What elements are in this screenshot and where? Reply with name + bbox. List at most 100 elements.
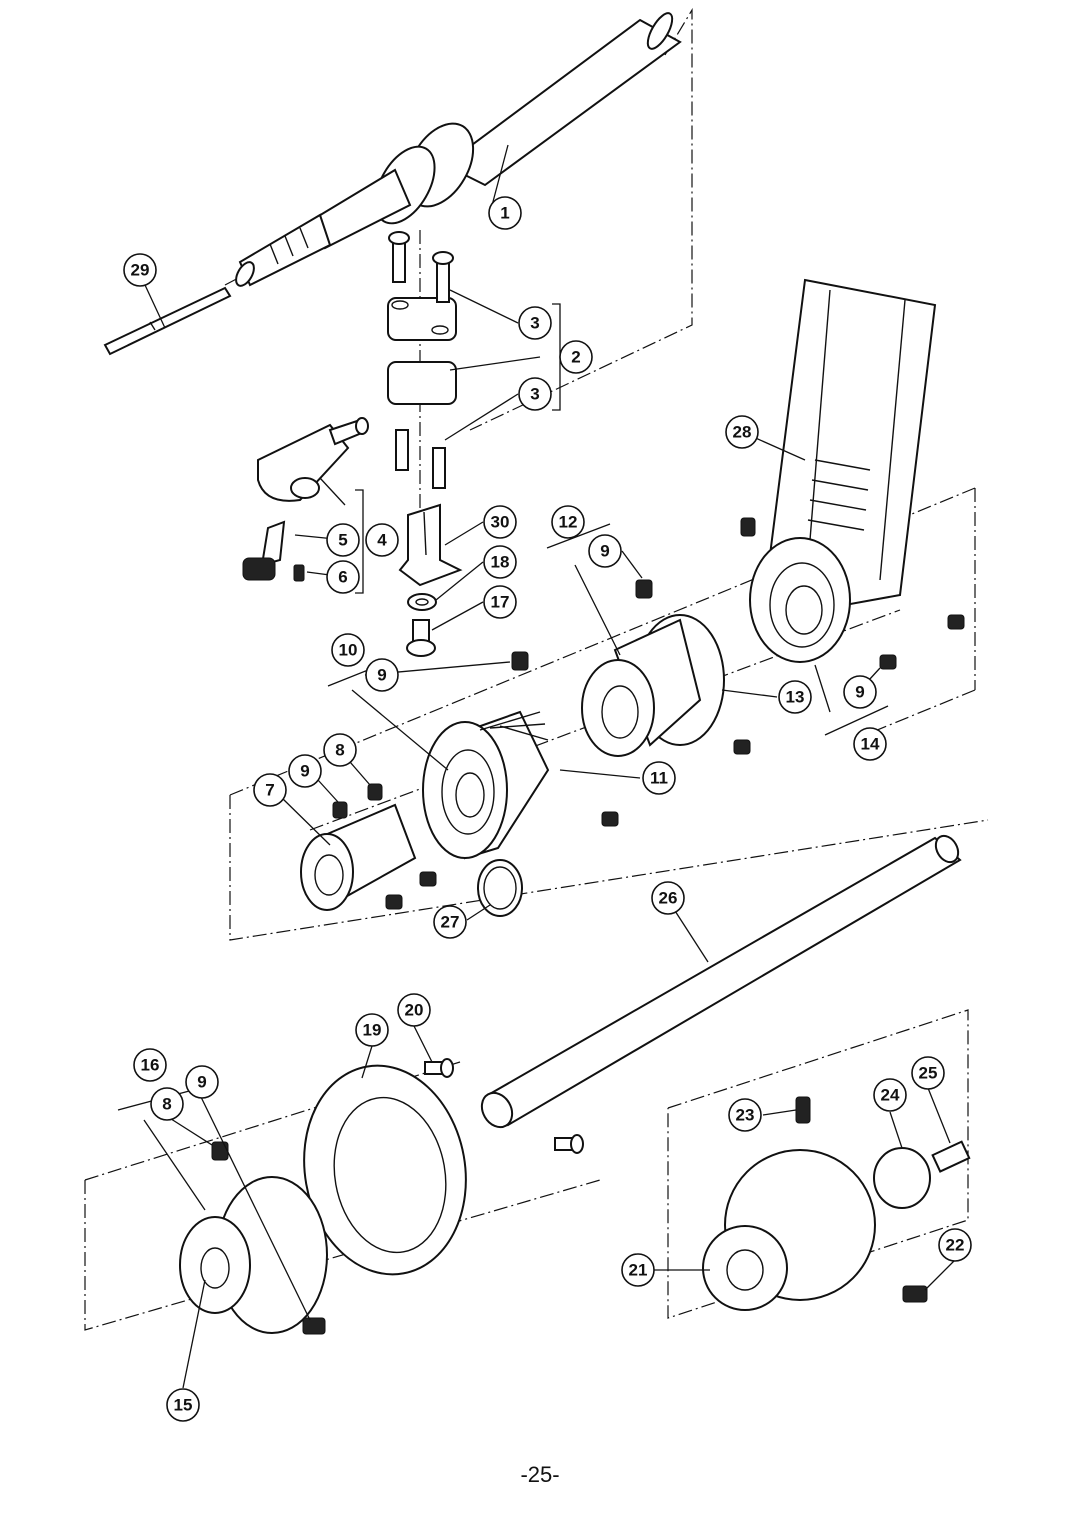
svg-text:8: 8 [162,1095,171,1114]
leader-lines [143,144,956,1389]
callout-19: 19 [355,1013,389,1047]
set-screw-part-6 [293,564,305,582]
callout-6: 6 [326,560,360,594]
callout-17: 17 [483,585,517,619]
washer-part-24 [873,1147,931,1209]
svg-text:16: 16 [141,1056,160,1075]
shaft-clamp-part-2 [387,297,457,405]
svg-text:15: 15 [174,1396,193,1415]
svg-text:26: 26 [659,889,678,908]
callout-13: 13 [778,680,812,714]
callout-2: 2 [559,340,593,374]
set-screw-part-23 [795,1096,811,1124]
callout-9-group-16: 9 [185,1065,219,1099]
callout-9-group-12: 9 [588,534,622,568]
svg-text:13: 13 [786,688,805,707]
svg-text:21: 21 [629,1261,648,1280]
svg-text:11: 11 [650,769,668,788]
pulley-part-21 [702,1149,876,1311]
pulley-part-11 [422,710,550,860]
group-brackets [117,303,889,1111]
main-shaft-part-1 [235,12,682,287]
bracket-part-30 [398,503,463,587]
callout-1: 1 [488,196,522,230]
callout-14: 14 [853,727,887,761]
svg-text:22: 22 [946,1236,965,1255]
clamp-screws-part-3 [388,231,454,489]
svg-text:2: 2 [571,348,580,367]
callout-26: 26 [651,881,685,915]
washer-part-18 [407,593,437,611]
belt-part-28 [768,278,937,607]
set-screws-part-8-9-lower [211,1141,326,1335]
callout-30: 30 [483,505,517,539]
rod-part-29 [103,286,232,356]
o-ring-part-27 [477,859,523,917]
grooved-hub-part-13 [581,614,725,757]
callout-5: 5 [326,523,360,557]
svg-text:19: 19 [363,1021,382,1040]
svg-text:3: 3 [530,385,539,404]
callout-9-collar: 9 [288,754,322,788]
callout-12: 12 [551,505,585,539]
screw-part-25 [931,1140,971,1173]
svg-text:14: 14 [861,735,880,754]
flange-plate-part-19 [303,1064,467,1276]
page-number: -25- [520,1462,560,1487]
svg-text:1: 1 [500,204,509,223]
timing-pulley-part-14 [749,537,851,663]
screw-part-20 [424,1058,584,1154]
callout-18: 18 [483,545,517,579]
svg-text:25: 25 [919,1064,938,1083]
callout-7: 7 [253,773,287,807]
callout-25: 25 [911,1056,945,1090]
stepped-pulley-part-15 [179,1176,328,1334]
thumb-screw-part-5 [242,520,286,581]
callout-3-lower: 3 [518,377,552,411]
svg-text:9: 9 [855,683,864,702]
svg-text:27: 27 [441,913,460,932]
callout-22: 22 [938,1228,972,1262]
svg-text:9: 9 [600,542,609,561]
svg-text:3: 3 [530,314,539,333]
callout-10: 10 [331,633,365,667]
svg-text:4: 4 [377,531,387,550]
long-shaft-part-26 [480,834,962,1129]
callout-24: 24 [873,1078,907,1112]
svg-text:9: 9 [377,666,386,685]
callout-4: 4 [365,523,399,557]
svg-text:17: 17 [491,593,510,612]
callout-27: 27 [433,905,467,939]
callout-15: 15 [166,1388,200,1422]
svg-text:28: 28 [733,423,752,442]
screw-part-17 [406,619,436,657]
svg-text:8: 8 [335,741,344,760]
svg-text:7: 7 [265,781,274,800]
collar-part-7 [300,803,417,911]
svg-text:20: 20 [405,1001,424,1020]
svg-text:23: 23 [736,1106,755,1125]
svg-text:29: 29 [131,261,150,280]
svg-text:18: 18 [491,553,510,572]
assembly-guide-lines [84,7,989,1331]
svg-text:24: 24 [881,1086,900,1105]
callout-29: 29 [123,253,157,287]
svg-text:30: 30 [491,513,510,532]
crank-part-4 [257,417,369,502]
callout-8-lower: 8 [150,1087,184,1121]
svg-text:9: 9 [300,762,309,781]
svg-text:9: 9 [197,1073,206,1092]
callout-9-group-14: 9 [843,675,877,709]
callout-16: 16 [133,1048,167,1082]
callout-3: 3 [518,306,552,340]
callout-11: 11 [642,761,676,795]
svg-text:5: 5 [338,531,347,550]
callout-9-group-10: 9 [365,658,399,692]
svg-text:12: 12 [559,513,578,532]
callout-28: 28 [725,415,759,449]
callout-23: 23 [728,1098,762,1132]
callout-8: 8 [323,733,357,767]
callout-20: 20 [397,993,431,1027]
svg-text:10: 10 [339,641,358,660]
